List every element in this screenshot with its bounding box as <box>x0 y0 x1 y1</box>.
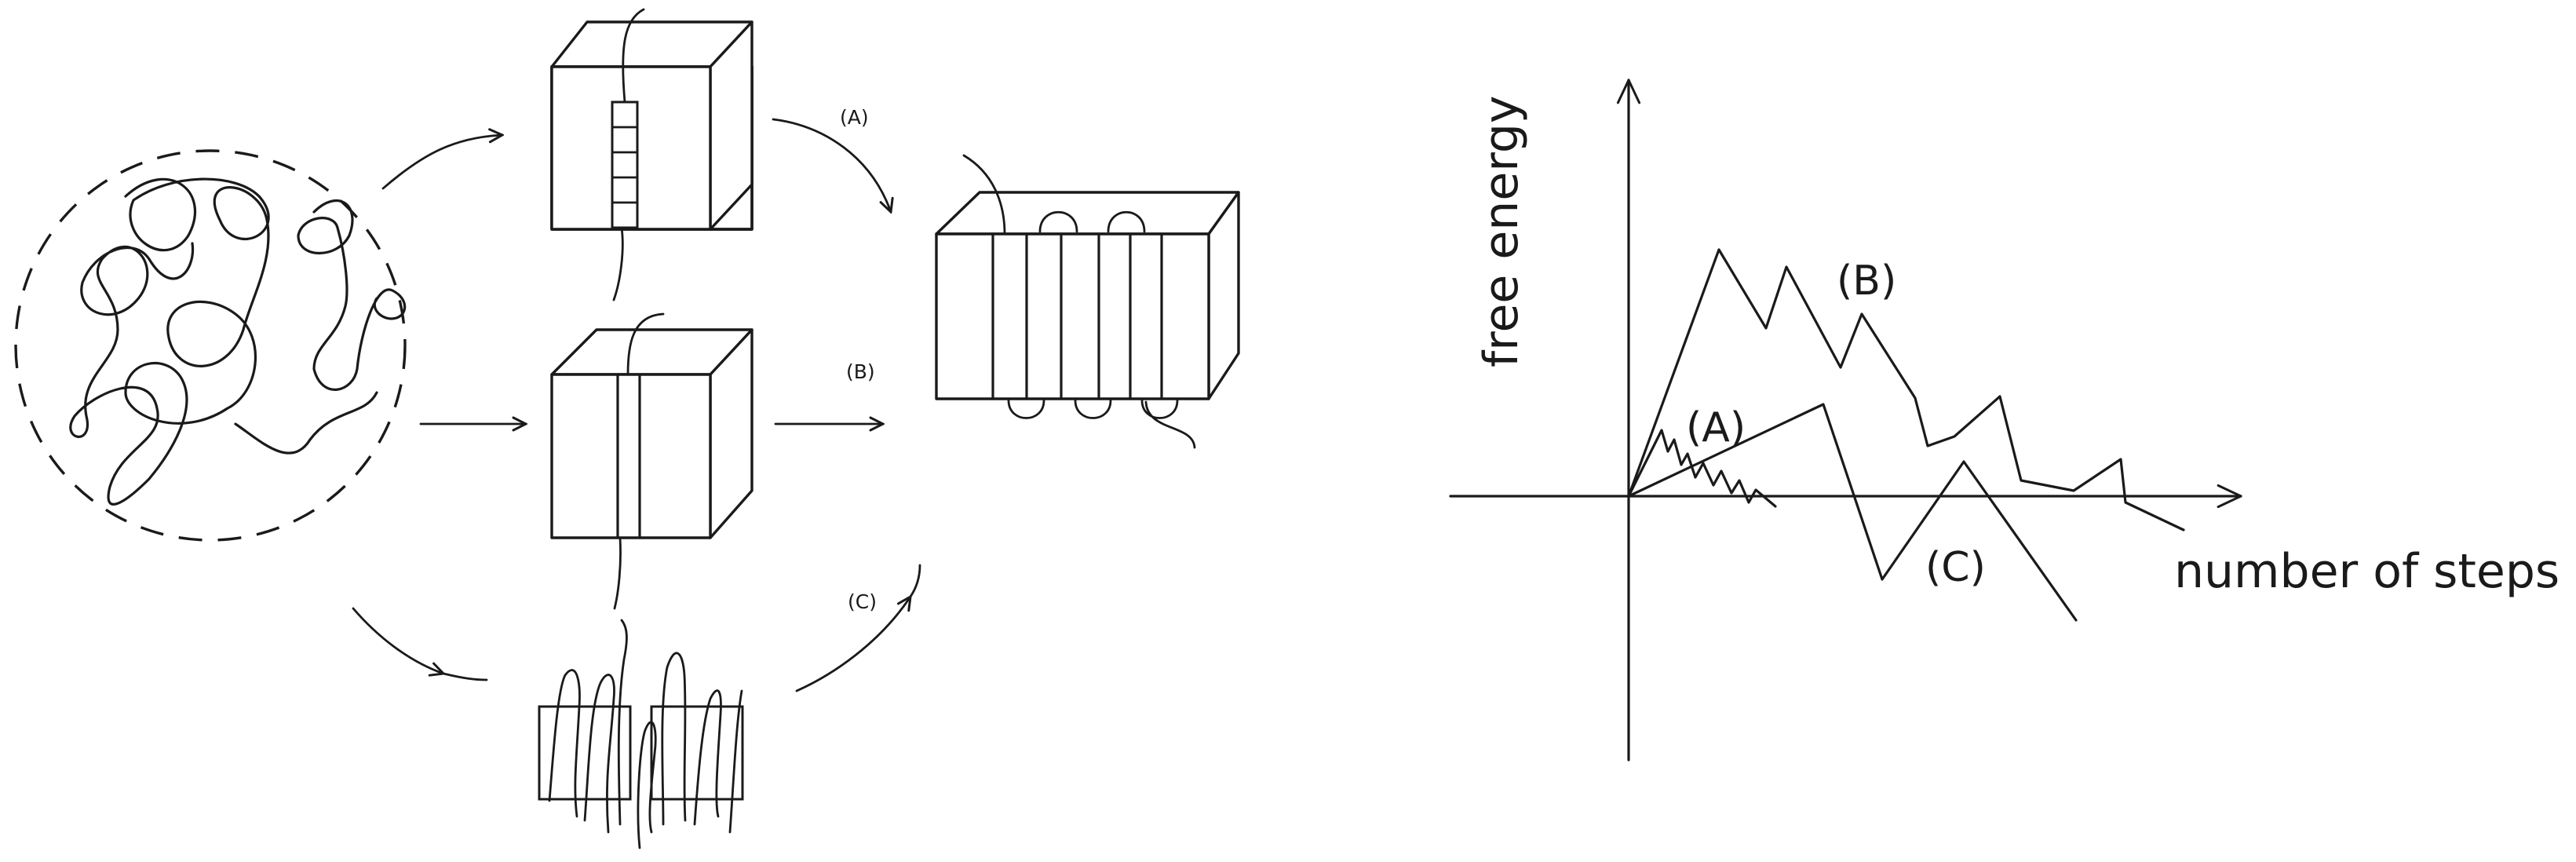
cube-b-front-face <box>550 373 712 539</box>
energy-curve-a <box>1627 429 1777 508</box>
label-path-a: (A) <box>840 106 869 129</box>
hairpin-chain-in <box>626 312 665 376</box>
collapsed-strands <box>548 619 743 849</box>
native-chain-out <box>1144 400 1196 449</box>
x-axis-title: number of steps <box>2174 544 2560 599</box>
unfolded-boundary-circle <box>14 149 407 542</box>
zipper-chain-out <box>612 226 624 301</box>
intermediate-b-hairpin-cube <box>550 312 753 610</box>
native-folded-state <box>935 154 1240 449</box>
native-bottom-loops <box>1007 399 1179 419</box>
zipper-ladder <box>611 100 639 229</box>
arrow-to-collapsed-intermediate <box>352 607 443 674</box>
unfolded-polymer <box>14 149 407 542</box>
arrow-path-c <box>795 597 910 692</box>
intermediate-c-collapsed-strands <box>538 619 744 849</box>
free-energy-plot: free energy number of steps (A) (B) (C) <box>1449 80 2560 762</box>
native-top-loops <box>1038 211 1146 233</box>
label-path-c: (C) <box>848 590 877 613</box>
hairpin-chain-out <box>613 536 622 610</box>
arrow-continuation-c <box>442 672 488 681</box>
zipper-chain-in <box>622 8 645 104</box>
arrow-to-zipper-intermediate <box>381 135 502 190</box>
collapsed-block-left <box>538 705 632 801</box>
native-front-face <box>935 232 1210 400</box>
unfolded-random-coil <box>69 177 407 506</box>
curve-label-a: (A) <box>1686 404 1746 451</box>
native-chain-in <box>962 154 1006 236</box>
native-top-face <box>935 191 1240 236</box>
unfolded-coil-tail <box>234 391 378 455</box>
intermediate-a-zipper-cube <box>550 8 753 301</box>
curve-label-c: (C) <box>1925 544 1986 591</box>
curve-label-b: (B) <box>1837 258 1896 305</box>
energy-curve-b <box>1627 248 2185 531</box>
arrow-path-a <box>772 118 891 212</box>
label-path-b: (B) <box>846 360 875 383</box>
energy-curve-c <box>1627 403 2078 622</box>
y-axis-title: free energy <box>1474 96 1529 367</box>
